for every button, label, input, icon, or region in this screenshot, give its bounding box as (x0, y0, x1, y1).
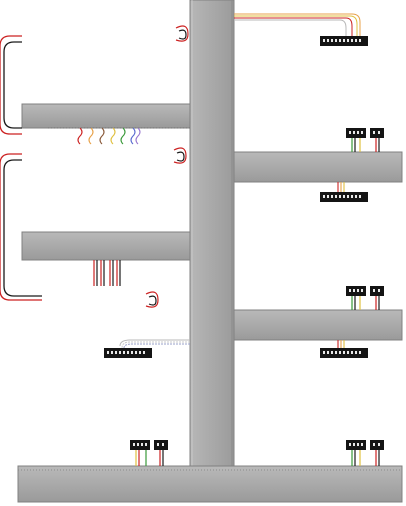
left-loop-cable-upper (0, 35, 22, 135)
base-right-small-leads (351, 450, 380, 466)
base-beam (17, 465, 403, 503)
top-right-harness (234, 13, 361, 36)
terminal-block-base-left-2pin (154, 440, 168, 450)
terminal-block-base-right-2pin (370, 440, 384, 450)
left-arm-lower-leads (93, 260, 121, 286)
vertical-post (189, 0, 235, 471)
coil-top (175, 25, 189, 42)
right-arm-lower-drop (337, 340, 345, 348)
terminal-block-right-lower (320, 348, 368, 358)
base-left-small-leads (135, 450, 164, 466)
terminal-block-right-arm-lower-2pin (370, 286, 384, 296)
right-arm-upper-drop (337, 182, 345, 192)
terminal-block-right-arm-lower-4pin (346, 286, 366, 296)
left-loop-cable-lower (0, 153, 42, 301)
terminal-block-left (104, 348, 152, 358)
terminal-block-right-arm-upper-2pin (370, 128, 384, 138)
left-arm-upper (21, 103, 191, 129)
coil-middle (173, 147, 187, 164)
right-arm-upper (233, 151, 403, 183)
terminal-block-right-arm-upper-4pin (346, 128, 366, 138)
left-arm-upper-leads (77, 127, 141, 145)
left-arm-lower (21, 231, 191, 261)
terminal-block-right-top (320, 36, 368, 46)
terminal-block-base-right-4pin (346, 440, 366, 450)
right-arm-lower-small-leads (351, 294, 380, 310)
right-arm-upper-small-leads (351, 136, 380, 152)
right-arm-lower (233, 309, 403, 341)
terminal-block-base-left-4pin (130, 440, 150, 450)
terminal-block-right-middle (320, 192, 368, 202)
coil-lower (145, 291, 159, 308)
left-ribbon-cable (119, 339, 190, 349)
